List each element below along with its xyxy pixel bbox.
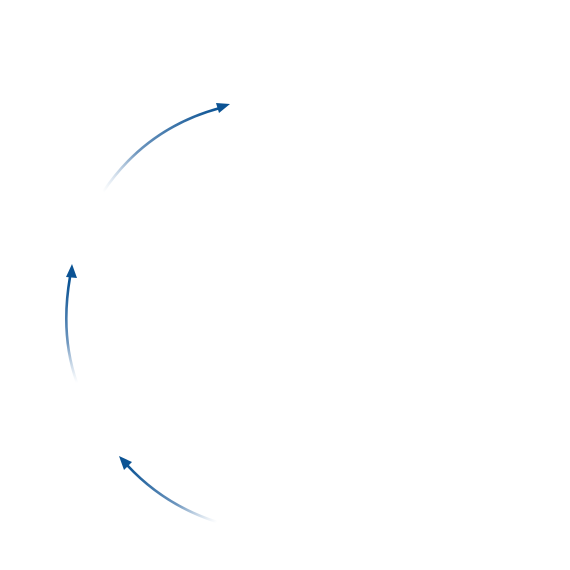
cycle-arrow-left-shaft [64,275,79,385]
cycle-arrow-top [101,103,230,194]
cycle-arrow-top-shaft [101,106,222,194]
cycle-arrow-bottom-head [119,456,132,470]
cycle-arrow-left-head [66,264,77,278]
cycle-arrow-top-head [216,103,230,113]
cycle-arrow-left [64,264,79,385]
cycle-arrow-bottom [119,456,219,524]
cycle-arrow-bottom-shaft [125,463,219,524]
